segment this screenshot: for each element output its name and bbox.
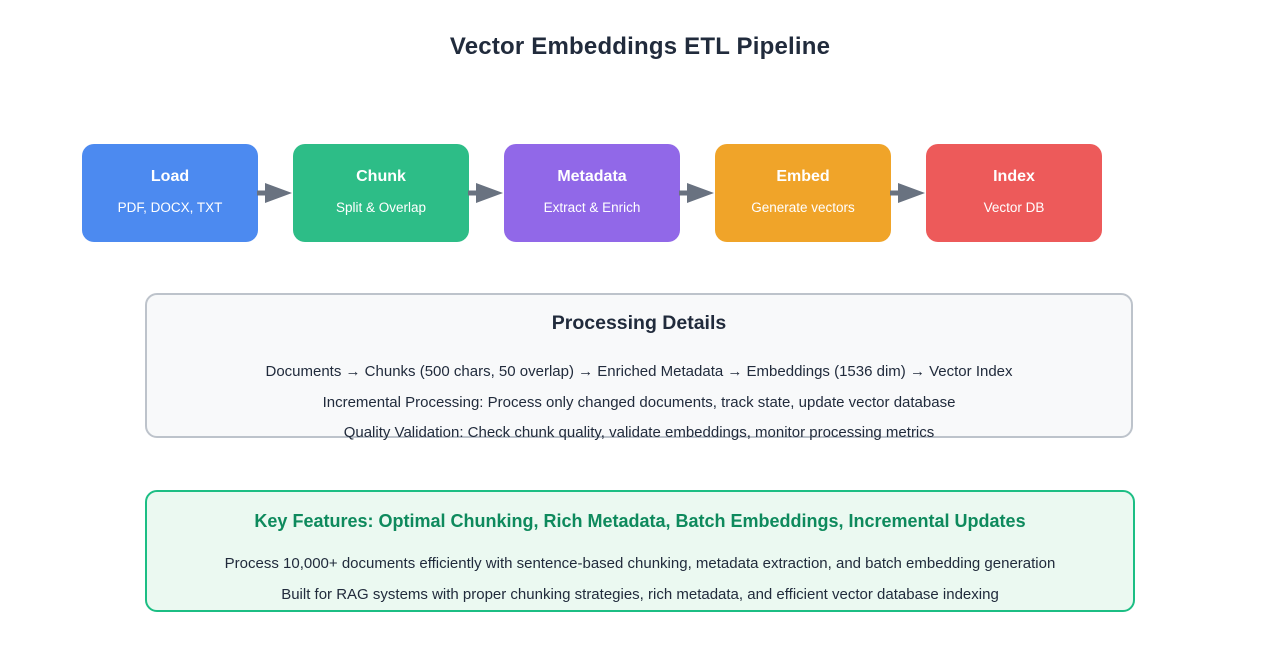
arrow-shape <box>257 183 292 203</box>
key-features-lines: Process 10,000+ documents efficiently wi… <box>147 548 1133 610</box>
processing-line-flow: Documents → Chunks (500 chars, 50 overla… <box>265 363 1013 380</box>
processing-details-lines: Documents → Chunks (500 chars, 50 overla… <box>147 357 1131 449</box>
processing-details-heading: Processing Details <box>551 312 727 334</box>
arrow-shape <box>468 183 503 203</box>
key-features-line-rag: Built for RAG systems with proper chunki… <box>281 586 999 603</box>
pipeline-stage-embed: Embed Generate vectors <box>715 144 891 242</box>
key-features-heading: Key Features: Optimal Chunking, Rich Met… <box>254 511 1026 531</box>
key-features-line-scale: Process 10,000+ documents efficiently wi… <box>224 555 1056 572</box>
stage-subtitle: Extract & Enrich <box>543 200 641 215</box>
page-title: Vector Embeddings ETL Pipeline <box>449 33 831 60</box>
processing-details-panel: Processing Details Documents → Chunks (5… <box>145 293 1133 441</box>
pipeline-stage-load: Load PDF, DOCX, TXT <box>82 144 258 242</box>
flow-arrow-icon <box>468 183 503 203</box>
arrow-shape <box>890 183 925 203</box>
pipeline-stage-metadata: Metadata Extract & Enrich <box>504 144 680 242</box>
stage-title: Embed <box>776 168 830 185</box>
stage-subtitle: PDF, DOCX, TXT <box>117 200 223 215</box>
arrow-shape <box>679 183 714 203</box>
flow-arrow-icon <box>679 183 714 203</box>
flow-arrow-icon <box>257 183 292 203</box>
stage-title: Load <box>150 168 190 185</box>
stage-subtitle: Generate vectors <box>751 200 855 215</box>
stage-title: Metadata <box>557 168 627 185</box>
flow-arrow-icon <box>890 183 925 203</box>
pipeline-stage-chunk: Chunk Split & Overlap <box>293 144 469 242</box>
stage-title: Chunk <box>356 168 406 185</box>
stage-title: Index <box>993 168 1035 185</box>
pipeline-stage-index: Index Vector DB <box>926 144 1102 242</box>
key-features-panel: Key Features: Optimal Chunking, Rich Met… <box>145 490 1135 612</box>
stage-subtitle: Vector DB <box>983 200 1045 215</box>
processing-line-incremental: Incremental Processing: Process only cha… <box>322 393 956 411</box>
processing-line-quality: Quality Validation: Check chunk quality,… <box>343 424 935 441</box>
stage-subtitle: Split & Overlap <box>335 200 427 215</box>
